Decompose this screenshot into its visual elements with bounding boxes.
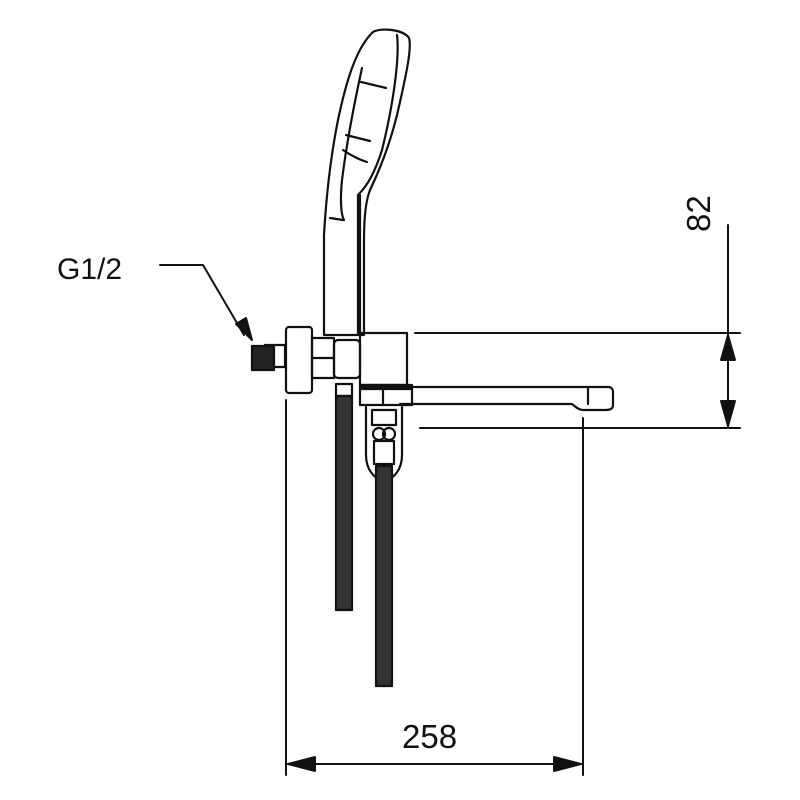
thread-callout [159, 264, 253, 341]
dimension-82 [414, 224, 741, 429]
height-dimension-label: 82 [680, 195, 717, 232]
width-dimension-label: 258 [402, 718, 458, 755]
dimension-258 [285, 399, 584, 776]
threaded-rods [334, 382, 394, 688]
thread-size-label: G1/2 [57, 253, 123, 286]
mixer-body [358, 331, 414, 407]
wall-connection [250, 325, 362, 395]
spout [398, 385, 615, 412]
hand-shower [322, 28, 411, 337]
